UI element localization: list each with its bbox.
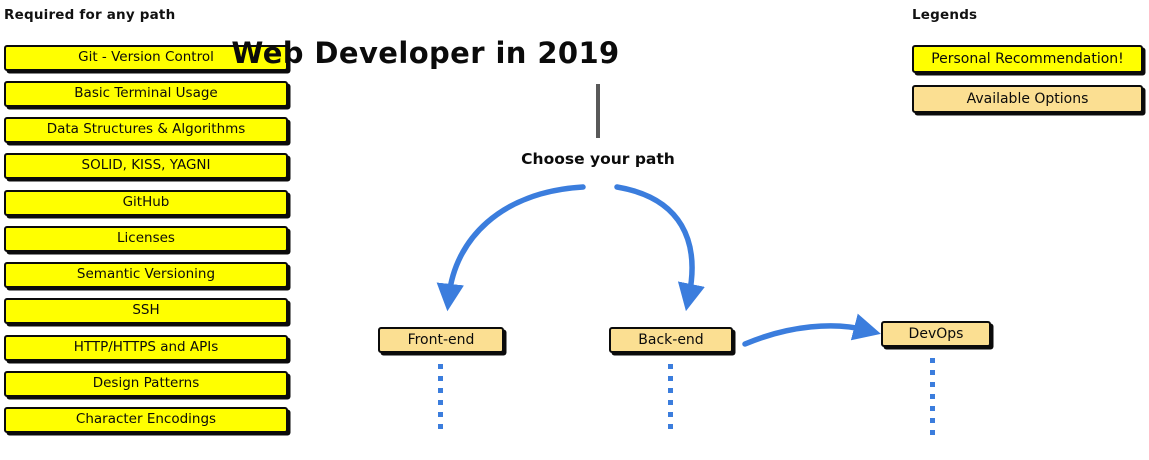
trail-dot bbox=[930, 370, 935, 375]
required-item-licenses[interactable]: Licenses bbox=[4, 226, 288, 252]
trail-dot bbox=[438, 400, 443, 405]
trail-dot bbox=[668, 364, 673, 369]
path-box-back-end[interactable]: Back-end bbox=[609, 327, 733, 353]
required-item-design-patterns[interactable]: Design Patterns bbox=[4, 371, 288, 397]
arrow-to-front-end bbox=[436, 184, 586, 312]
required-section-header: Required for any path bbox=[4, 7, 176, 23]
required-item-basic-terminal-usage[interactable]: Basic Terminal Usage bbox=[4, 81, 288, 107]
trail-dot bbox=[438, 412, 443, 417]
trail-dot bbox=[930, 406, 935, 411]
dot-trail-devops bbox=[930, 358, 935, 442]
required-item-solid-kiss-yagni[interactable]: SOLID, KISS, YAGNI bbox=[4, 153, 288, 179]
required-item-data-structures-algorithms[interactable]: Data Structures & Algorithms bbox=[4, 117, 288, 143]
trail-dot bbox=[930, 358, 935, 363]
required-item-git-version-control[interactable]: Git - Version Control bbox=[4, 45, 288, 71]
required-item-github[interactable]: GitHub bbox=[4, 190, 288, 216]
arrow-back-end-to-devops bbox=[742, 313, 881, 347]
trail-dot bbox=[668, 376, 673, 381]
dot-trail-back-end bbox=[668, 364, 673, 436]
required-item-ssh[interactable]: SSH bbox=[4, 298, 288, 324]
trail-dot bbox=[438, 376, 443, 381]
trail-dot bbox=[438, 424, 443, 429]
arrow-to-back-end bbox=[614, 184, 705, 312]
trail-dot bbox=[668, 412, 673, 417]
required-item-character-encodings[interactable]: Character Encodings bbox=[4, 407, 288, 433]
path-box-front-end[interactable]: Front-end bbox=[378, 327, 504, 353]
trail-dot bbox=[930, 394, 935, 399]
trail-dot bbox=[438, 388, 443, 393]
trail-dot bbox=[438, 364, 443, 369]
required-item-http-https-and-apis[interactable]: HTTP/HTTPS and APIs bbox=[4, 335, 288, 361]
trail-dot bbox=[930, 430, 935, 435]
legend-item-personal-recommendation: Personal Recommendation! bbox=[912, 45, 1143, 73]
legends-section-header: Legends bbox=[912, 7, 978, 23]
trail-dot bbox=[668, 400, 673, 405]
required-item-semantic-versioning[interactable]: Semantic Versioning bbox=[4, 262, 288, 288]
trail-dot bbox=[668, 424, 673, 429]
path-box-devops[interactable]: DevOps bbox=[881, 321, 991, 347]
page-title: Web Developer in 2019 bbox=[231, 36, 620, 70]
trail-dot bbox=[930, 382, 935, 387]
legend-item-available-options: Available Options bbox=[912, 85, 1143, 113]
choose-your-path-label: Choose your path bbox=[521, 150, 675, 168]
trail-dot bbox=[930, 418, 935, 423]
trunk-connector-line bbox=[596, 84, 600, 138]
trail-dot bbox=[668, 388, 673, 393]
dot-trail-front-end bbox=[438, 364, 443, 436]
